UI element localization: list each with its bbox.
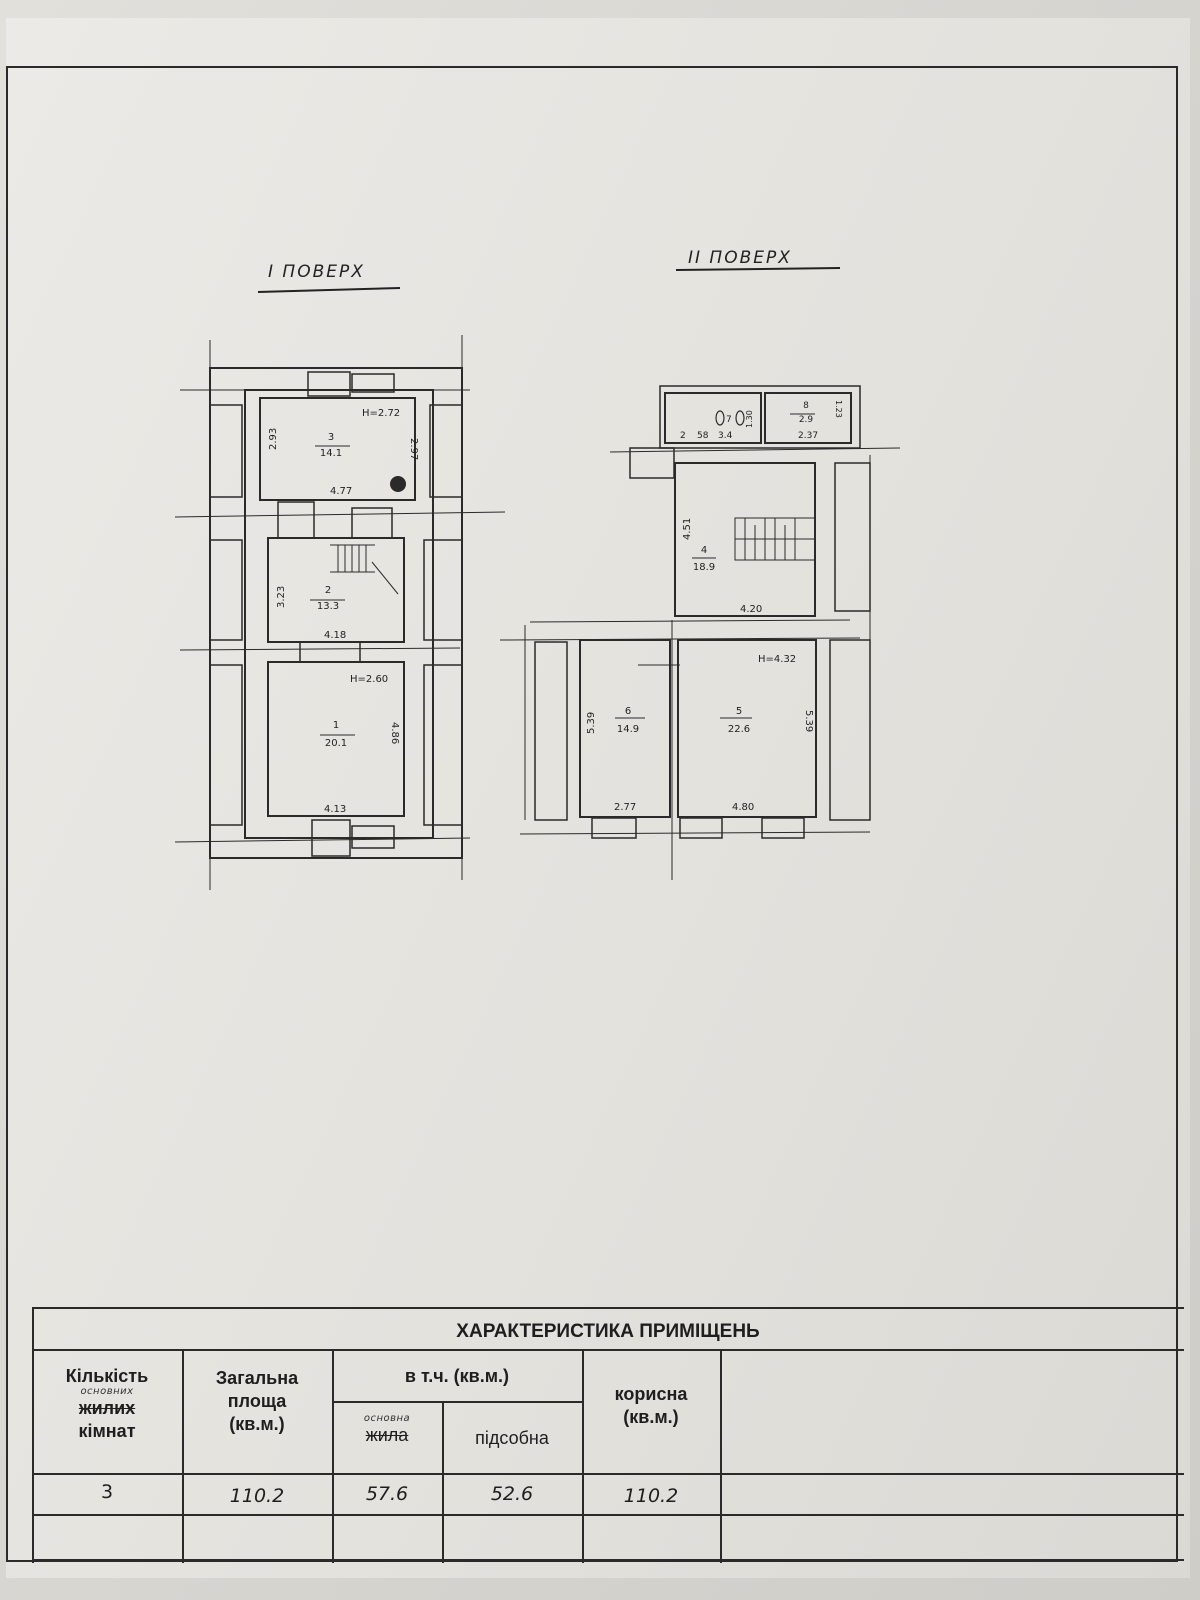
room-5-number: 5 — [736, 706, 742, 717]
header-rooms-count: Кількість основних жилих кімнат — [65, 1366, 149, 1441]
room-2-number: 2 — [325, 585, 331, 596]
room-5-area: 22.6 — [728, 724, 750, 735]
first-floor-stairs — [330, 544, 399, 595]
room-3-dim-bottom: 4.77 — [330, 486, 352, 497]
first-floor-plan — [174, 335, 506, 890]
room-7-walls — [664, 392, 762, 444]
header-total-area: Загальна площа (кв.м.) — [215, 1368, 299, 1434]
room-3-number: 3 — [328, 432, 334, 443]
header-auxiliary-area: підсобна — [475, 1428, 549, 1448]
room-2-area: 13.3 — [317, 601, 339, 612]
room-1-dim-right: 4.86 — [389, 722, 400, 744]
first-floor-title-underline — [257, 287, 401, 293]
room-6-area: 14.9 — [617, 724, 639, 735]
value-rooms-count: 3 — [100, 1481, 114, 1503]
room-8-dim-a: 1.23 — [834, 400, 843, 418]
value-useful-area: 110.2 — [623, 1485, 679, 1507]
room-4-dim-left: 4.51 — [682, 518, 693, 540]
second-floor-title: II ПОВЕРХ — [688, 248, 792, 268]
room-2-dim-left: 3.23 — [276, 586, 287, 608]
value-total-area: 110.2 — [229, 1485, 285, 1507]
header-useful-area: корисна (кв.м.) — [614, 1384, 688, 1427]
room-3-dim-left: 2.93 — [268, 428, 279, 450]
value-main-area: 57.6 — [365, 1483, 409, 1505]
room-7-dim-a: 2 — [680, 431, 686, 441]
second-floor-stairs — [734, 517, 816, 561]
header-including-group: в т.ч. (кв.м.) — [404, 1366, 510, 1386]
first-floor-title: I ПОВЕРХ — [268, 262, 365, 282]
room-8-walls — [764, 392, 852, 444]
room-1-dim-bottom: 4.13 — [324, 804, 346, 815]
document-sheet — [6, 18, 1190, 1578]
room-1-area: 20.1 — [325, 738, 347, 749]
room-6-number: 6 — [625, 706, 631, 717]
room-7-dim-c: 1.30 — [745, 410, 754, 428]
room-4-area: 18.9 — [693, 562, 715, 573]
room-5-dim-bottom: 4.80 — [732, 802, 754, 813]
room-4-dim-bottom: 4.20 — [740, 604, 762, 615]
room-characteristics-table: ХАРАКТЕРИСТИКА ПРИМІЩЕНЬ Кількість основ… — [32, 1307, 1184, 1563]
room-7-area: 3.4 — [718, 431, 733, 441]
room-5-height: H=4.32 — [758, 654, 796, 665]
room-3-area: 14.1 — [320, 448, 342, 459]
room-8-area: 2.9 — [799, 415, 814, 425]
second-floor-plan — [499, 385, 901, 880]
room-4-number: 4 — [701, 545, 707, 556]
table-title: ХАРАКТЕРИСТИКА ПРИМІЩЕНЬ — [456, 1321, 760, 1342]
room-2-walls — [267, 537, 405, 643]
room-3-height: H=2.72 — [362, 408, 400, 419]
room-1-height: H=2.60 — [350, 674, 388, 685]
first-floor-labels: 3 14.1 H=2.72 2.93 2.97 4.77 2 13.3 3.23… — [268, 408, 419, 815]
room-6-dim-bottom: 2.77 — [614, 802, 636, 813]
room-5-walls — [677, 639, 817, 818]
header-main-area: основна жила — [363, 1413, 411, 1445]
room-8-number: 8 — [803, 401, 809, 411]
room-6-walls — [579, 639, 671, 818]
room-3-dim-right: 2.97 — [408, 438, 419, 460]
second-floor-labels: 7 3.4 2 58 1.30 8 2.9 1.23 2.37 4 18.9 4… — [586, 400, 843, 813]
room-5-dim-right: 5.39 — [803, 710, 814, 732]
room-1-number: 1 — [333, 720, 339, 731]
room-7-dim-b: 58 — [697, 431, 709, 441]
second-floor-title-underline — [675, 267, 841, 271]
room-2-dim-bottom: 4.18 — [324, 630, 346, 641]
room-3-walls — [259, 397, 416, 501]
value-auxiliary-area: 52.6 — [490, 1483, 534, 1505]
room-7-number: 7 — [726, 415, 732, 425]
room-6-dim-left: 5.39 — [586, 712, 597, 734]
room-8-dim-b: 2.37 — [798, 431, 818, 441]
